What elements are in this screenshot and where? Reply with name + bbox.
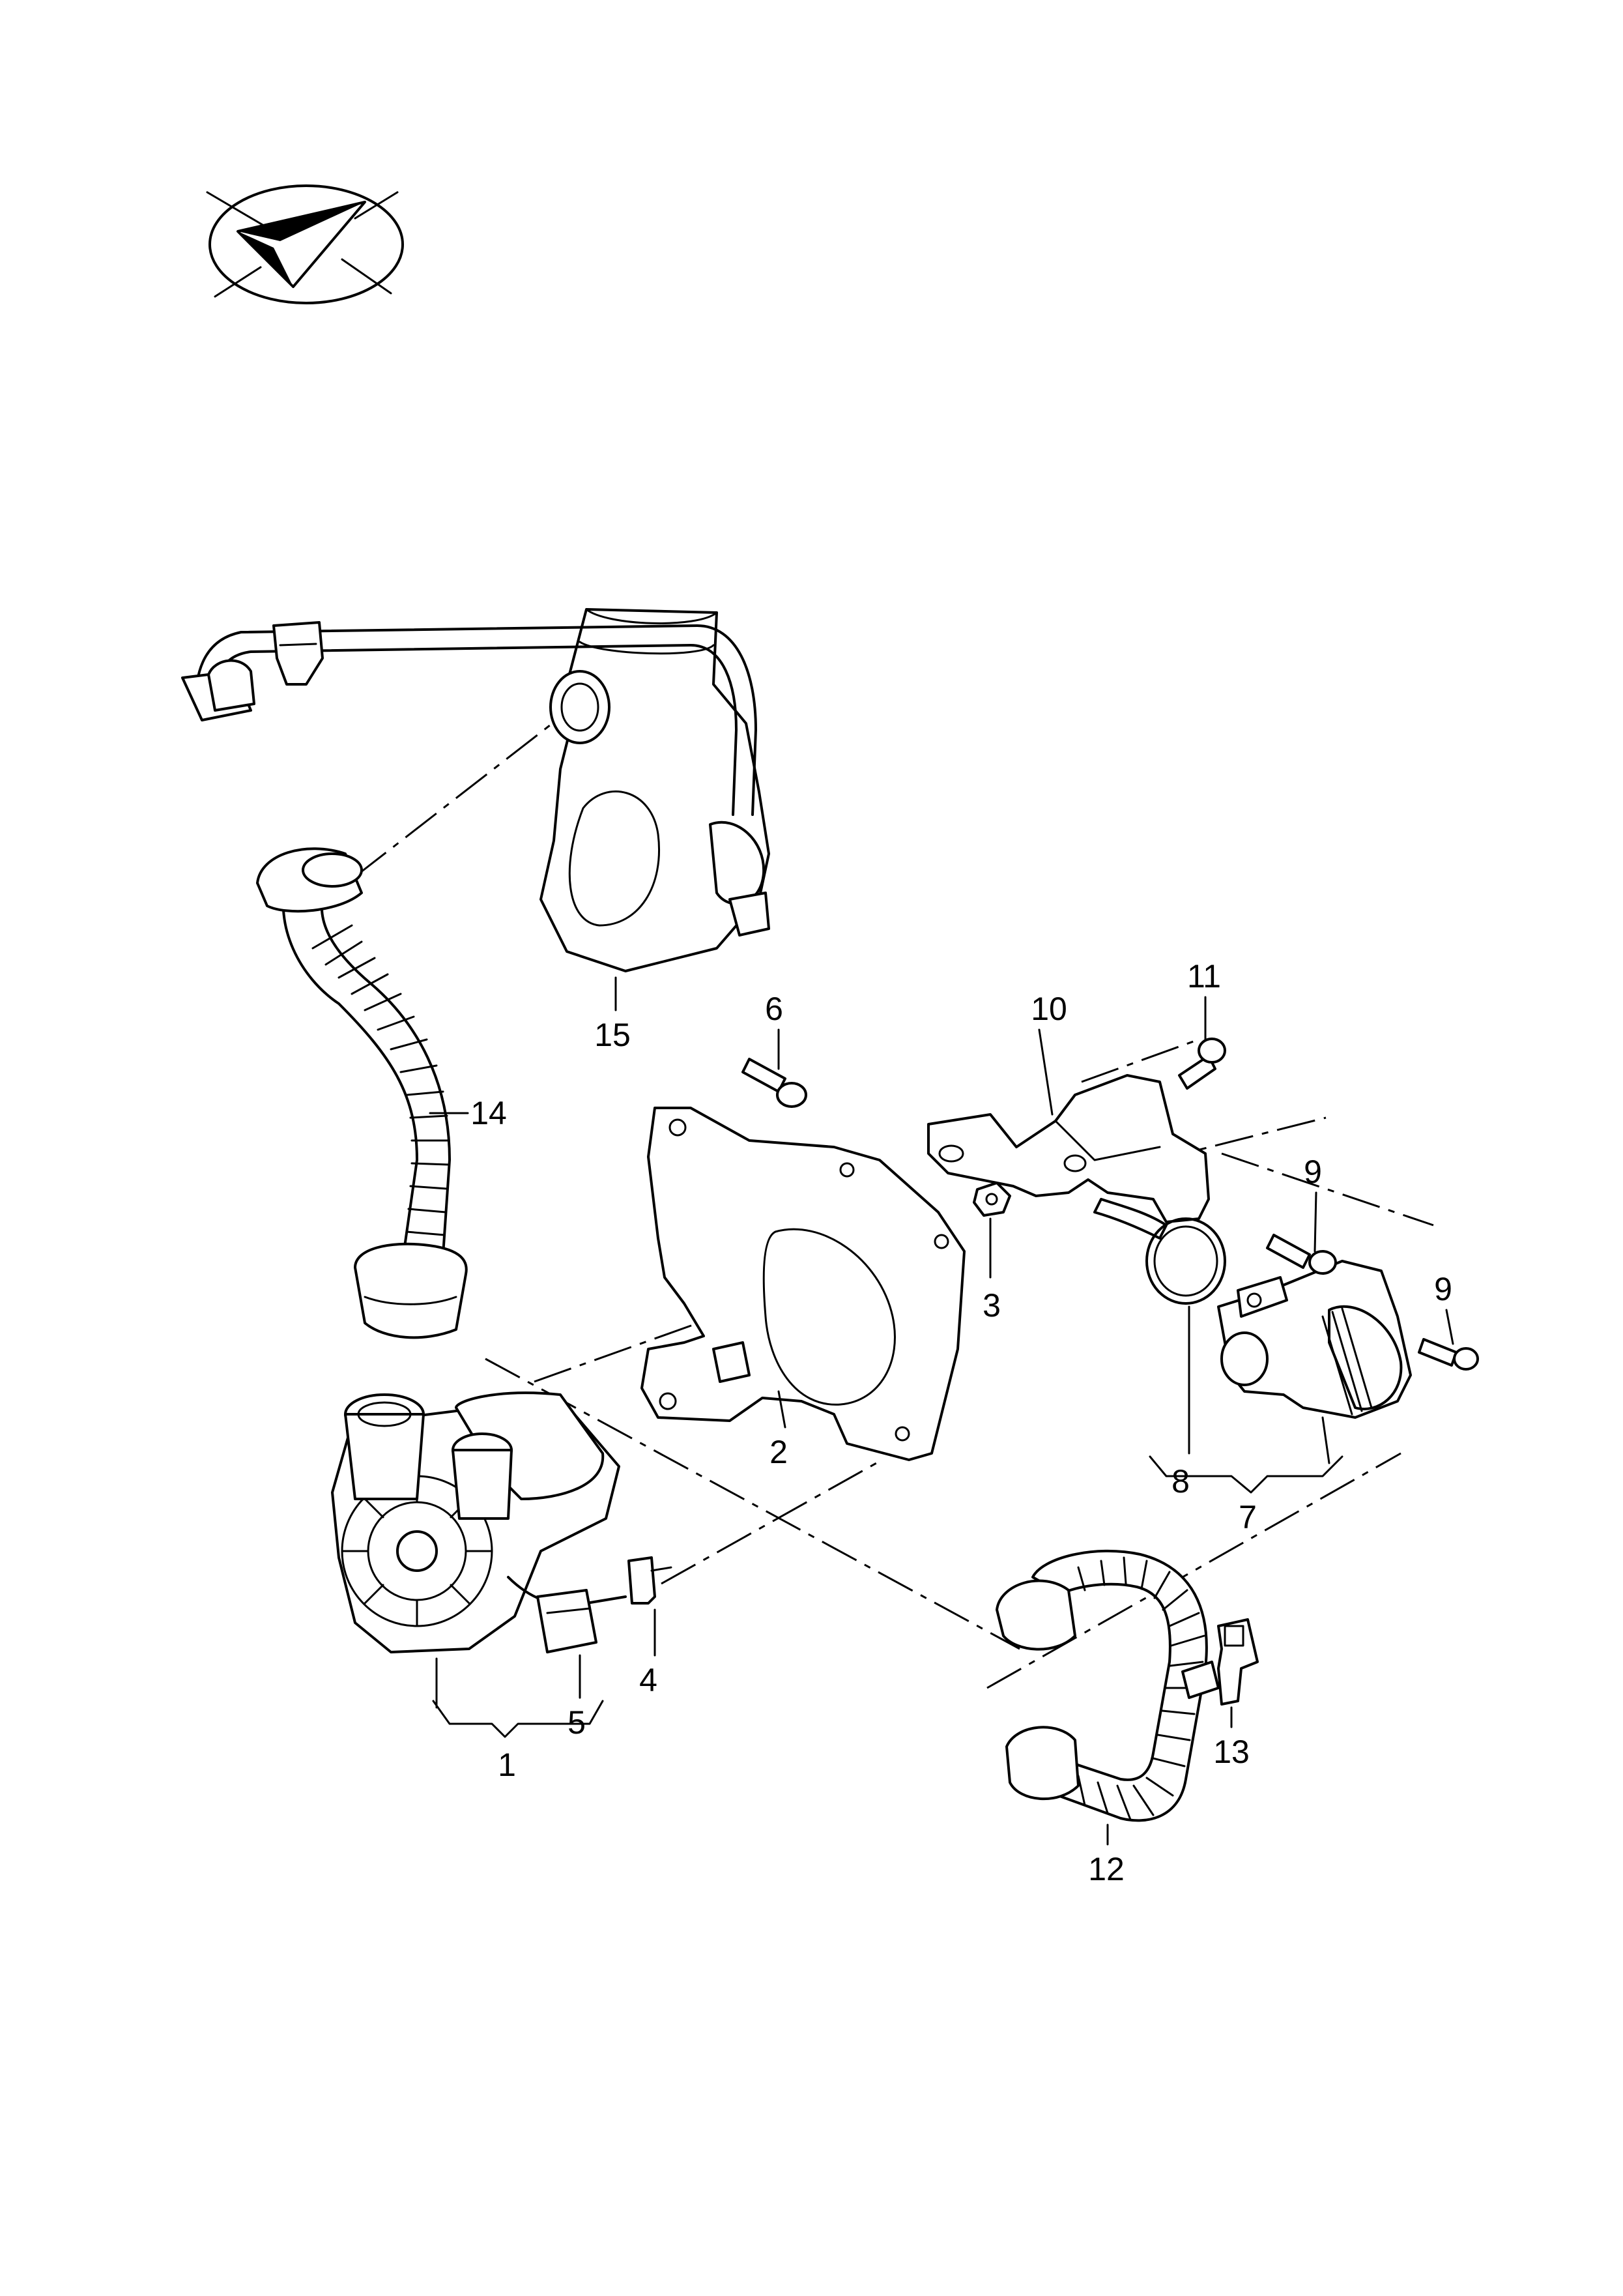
callout-7: 7: [1239, 1499, 1257, 1535]
part-connector: [536, 1589, 597, 1653]
callout-15: 15: [594, 1017, 631, 1053]
part-intake-housing: [539, 608, 770, 972]
callout-6: 6: [765, 991, 783, 1027]
part-bracket-flange: [927, 1074, 1210, 1240]
callout-12: 12: [1088, 1851, 1125, 1887]
part-secondary-air-pump: [331, 1391, 627, 1653]
part-gasket-plate: [640, 1107, 966, 1461]
callout-8: 8: [1171, 1463, 1190, 1500]
part-corrugated-hose-upper: [256, 847, 468, 1339]
part-bracket-small: [627, 1556, 672, 1605]
part-o-ring: [1145, 1217, 1226, 1305]
part-nut-3: [973, 1182, 1011, 1217]
callout-4: 4: [639, 1662, 657, 1698]
part-sensor: [1217, 1618, 1259, 1706]
part-combi-valve: [1217, 1260, 1412, 1419]
callout-9-lower: 9: [1434, 1271, 1452, 1307]
callout-11: 11: [1187, 958, 1221, 995]
part-vacuum-line: [181, 621, 757, 816]
callout-10: 10: [1031, 991, 1067, 1027]
callout-2: 2: [769, 1434, 788, 1470]
part-corrugated-hose-lower: [996, 1549, 1220, 1822]
part-bolt-11: [1178, 1038, 1226, 1090]
group-bracket-7: [1149, 1455, 1343, 1494]
part-screw-9-lower: [1418, 1338, 1479, 1371]
callout-5: 5: [567, 1704, 586, 1741]
callouts: 1 2 3 4 5 6 7 8 9 9 10 11 12 13 14 15: [470, 958, 1452, 1887]
part-screw-9-upper: [1266, 1234, 1337, 1275]
callout-3: 3: [983, 1287, 1001, 1324]
callout-9-upper: 9: [1304, 1154, 1322, 1190]
group-bracket-1: [432, 1700, 604, 1738]
part-bolt-6: [741, 1058, 807, 1108]
leader-lines: [429, 976, 1454, 1846]
callout-13: 13: [1213, 1734, 1250, 1770]
callout-1: 1: [498, 1747, 516, 1783]
callout-14: 14: [470, 1095, 507, 1131]
paper-plane-direction-icon: [206, 184, 404, 304]
